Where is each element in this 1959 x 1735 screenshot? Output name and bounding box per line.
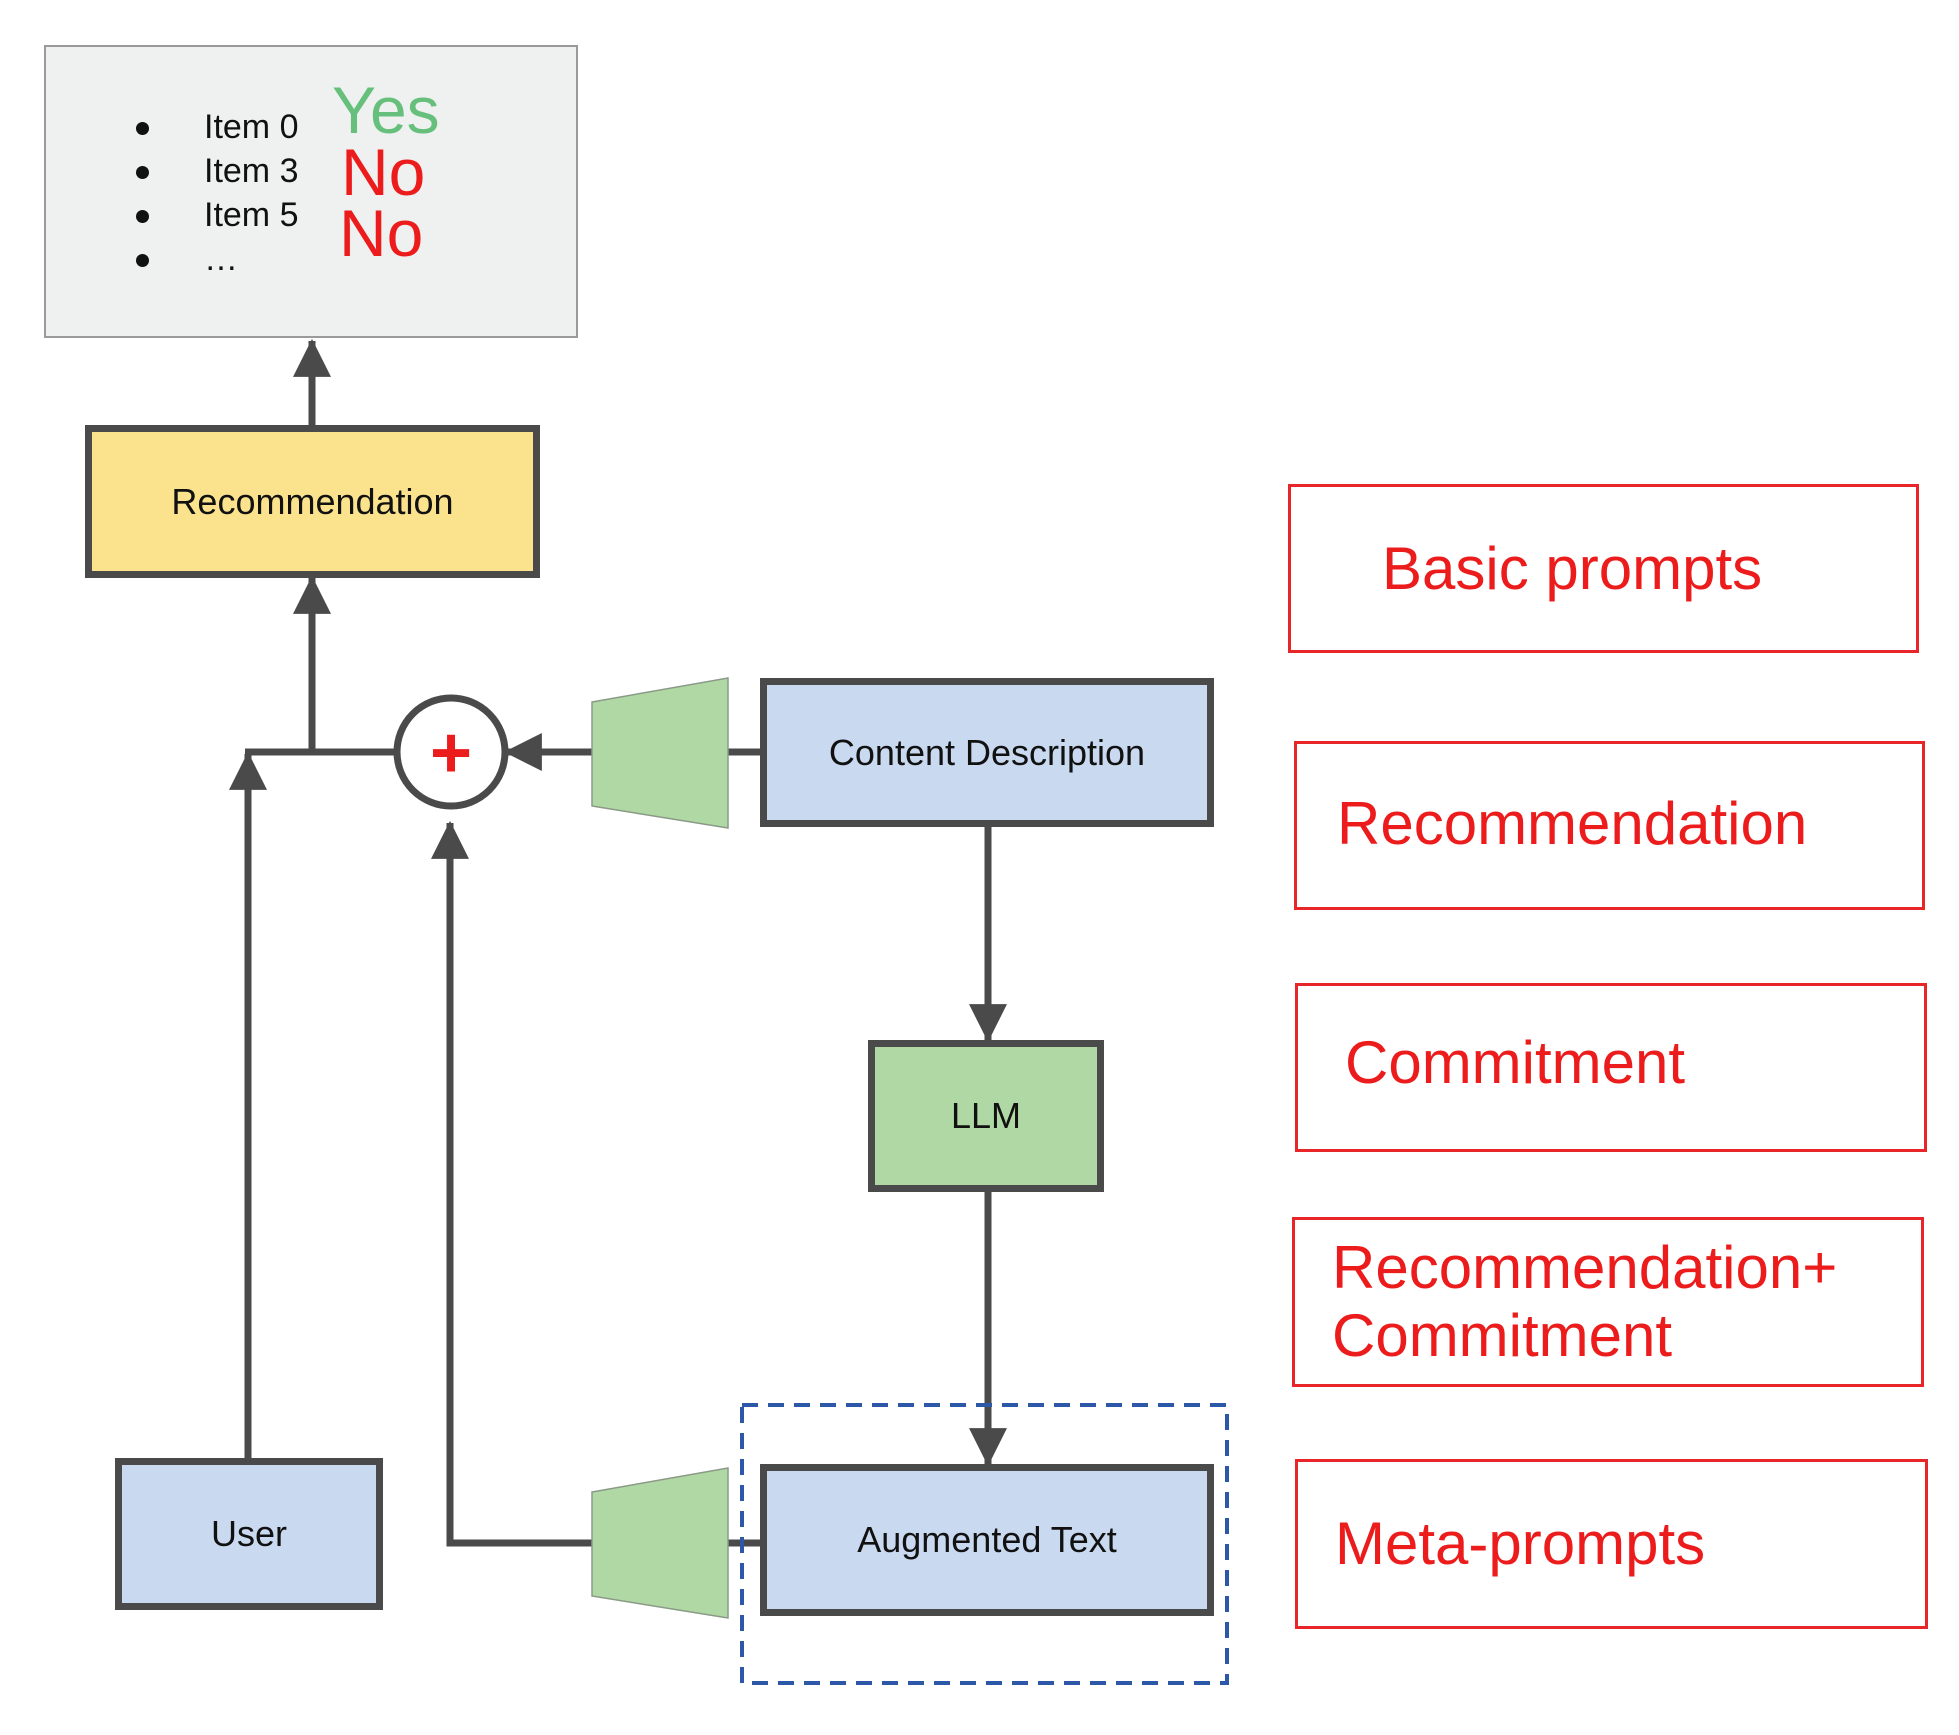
prompt-type-label: Recommendation+ Commitment [1332,1234,1838,1370]
recommended-item: … [90,237,298,281]
prompt-type-basic-prompts: Basic prompts [1288,484,1919,653]
recommended-item: Item 3 [90,149,298,193]
recommended-items-list: Item 0 Item 3 Item 5 … [90,105,298,281]
llm-node: LLM [868,1040,1104,1192]
prompt-type-label: Meta-prompts [1335,1510,1706,1577]
content-encoder-trapezoid [591,677,729,829]
arrow-encoder-to-combine-bottom [431,820,592,1547]
prompt-type-label: Commitment [1345,1029,1686,1096]
user-node: User [115,1458,383,1610]
recommendation-node: Recommendation [85,425,540,578]
prompt-type-recommendation: Recommendation [1294,741,1925,910]
content-description-label: Content Description [828,731,1146,773]
llm-label: LLM [950,1095,1022,1136]
augmented-text-label: Augmented Text [857,1519,1117,1560]
recommended-item: Item 5 [90,193,298,237]
user-label: User [210,1513,287,1554]
answer-no: No [341,135,426,209]
answer-no: No [339,196,424,270]
augmented-text-dashed-boundary [740,1403,1229,1685]
recommendation-node-label: Recommendation [171,480,454,522]
combine-circle [393,694,509,810]
prompt-type-commitment: Commitment [1295,983,1927,1152]
content-description-node: Content Description [760,678,1214,827]
prompt-type-label: Basic prompts [1382,535,1763,602]
recommended-item: Item 0 [90,105,298,149]
prompt-type-recommendation-commitment: Recommendation+ Commitment [1292,1217,1924,1387]
prompt-type-label: Recommendation [1337,790,1808,857]
answer-yes: Yes [332,73,440,147]
augmented-text-node: Augmented Text [760,1464,1214,1616]
recommendation-output-panel: Item 0 Item 3 Item 5 … Yes No No [44,45,578,338]
augmented-encoder-trapezoid [591,1467,729,1619]
combine-plus-symbol: + [430,713,472,793]
prompt-type-meta-prompts: Meta-prompts [1295,1459,1928,1629]
